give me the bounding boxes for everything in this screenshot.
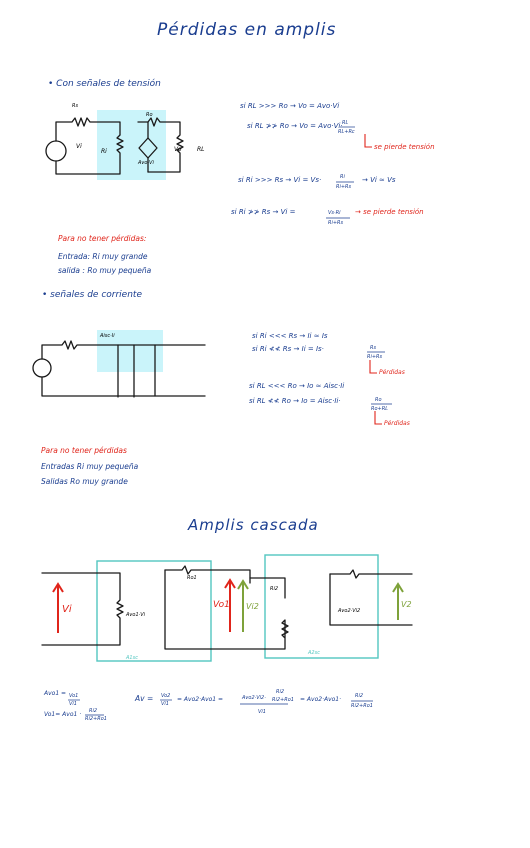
formula3-num2: Avo2·Vi2·	[242, 695, 266, 701]
stage1-box	[96, 560, 212, 662]
formula3-mid: = Avo2·Avo1 =	[177, 696, 224, 703]
voltage-eq3-den: Ri+Rs	[336, 184, 352, 190]
cascade-ri2: Ri2	[270, 586, 279, 592]
current-label-aisc: Aisc·Ii	[100, 333, 115, 339]
formula1-a: Avo1 =	[44, 690, 67, 697]
vi2-arrow	[237, 579, 249, 632]
formula1-num: Vo1	[69, 693, 79, 699]
bracket-current-2	[374, 411, 382, 425]
vo1-arrow	[224, 578, 236, 632]
cascade-avo1vi: Avo1·Vi	[126, 612, 146, 618]
voltage-circuit	[45, 117, 184, 175]
formula1-den: Vi1	[69, 701, 77, 707]
formula2-a: Vo1= Avo1 ·	[44, 711, 82, 718]
fraction-lines	[68, 126, 392, 716]
voltage-eq3-num: Ri	[340, 174, 345, 180]
formula3-a: Av =	[135, 694, 154, 703]
current-eq1: si Ri <<< Rs → Ii ≃ Is	[252, 332, 328, 340]
cascade-stage2: A2sc	[308, 650, 320, 656]
label-avo-vi: Avo·Vi	[138, 160, 154, 166]
voltage-eq4-a: si Ri ≯≯ Rs → Vi =	[231, 208, 296, 216]
current-amp-highlight	[97, 330, 163, 372]
label-rl: RL	[197, 146, 205, 153]
voltage-eq4-note: → se pierde tensión	[355, 208, 424, 216]
cascade-vi2: Vi2	[246, 602, 259, 611]
formula3-ri2ro1: Ri2+Ro1	[272, 697, 294, 703]
current-eq4-den: Ro+RL	[371, 406, 388, 412]
label-rs: Rs	[72, 103, 79, 109]
voltage-salida: salida : Ro muy pequeña	[58, 266, 152, 275]
cascade-heading: Amplis cascada	[188, 516, 319, 534]
label-vi: Vi	[76, 143, 82, 150]
current-eq4-note: Pérdidas	[384, 420, 410, 427]
formula3-num: Vo2	[161, 693, 171, 699]
voltage-eq4-den: Ri+Rs	[328, 220, 344, 226]
current-heading-text: señales de corriente	[50, 290, 142, 300]
page-title: Pérdidas en amplis	[157, 20, 337, 40]
voltage-entrada: Entrada: Ri muy grande	[58, 252, 148, 261]
formula3-den2: Vi1	[258, 709, 266, 715]
voltage-eq2-note: se pierde tensión	[374, 143, 435, 151]
voltage-eq2-den: RL+Rc	[338, 129, 355, 135]
voltage-eq3-a: si Ri >>> Rs → Vi = Vs·	[238, 176, 322, 184]
formula3-end: = Avo2·Avo1·	[300, 696, 342, 703]
voltage-loss-title: Para no tener pérdidas:	[58, 234, 147, 243]
current-eq2-den: Ri+Rs	[367, 354, 383, 360]
current-eq2-num: Rs	[370, 345, 377, 351]
cascade-v2: V2	[401, 600, 412, 609]
current-loss-title: Para no tener pérdidas	[41, 446, 127, 455]
formula3-end-num: Ri2	[355, 693, 364, 699]
cascade-avo2vi2: Avo2·Vi2	[338, 608, 361, 614]
bracket-voltage-1	[364, 134, 372, 148]
current-entrada: Entradas Ri muy pequeña	[41, 462, 139, 471]
stage2-box	[264, 554, 379, 659]
formula3-ri2: Ri2	[276, 689, 285, 695]
current-circuit	[32, 340, 206, 398]
current-heading: • señales de corriente	[42, 290, 142, 300]
formula2-den: Ri2+Ro1	[85, 716, 107, 722]
vi-arrow	[52, 582, 64, 633]
label-ri: Ri	[101, 148, 107, 155]
voltage-eq2-a: si RL ≯≯ Ro → Vo = Avo·Vi·	[247, 122, 343, 130]
voltage-eq4-num: Vs·Ri	[328, 210, 341, 216]
cascade-ro1: Ro1	[187, 575, 197, 581]
voltage-heading: • Con señales de tensión	[48, 79, 161, 89]
current-salida: Salidas Ro muy grande	[41, 477, 128, 486]
current-eq2-note: Pérdidas	[379, 369, 405, 376]
label-vo: Vo	[174, 146, 182, 153]
voltage-eq2-num: RL	[342, 120, 349, 126]
cascade-stage1: A1sc	[126, 655, 138, 661]
current-eq4-a: si RL ≮≮ Ro → Io = Aisc·Ii·	[249, 397, 341, 405]
current-eq4-num: Ro	[375, 397, 382, 403]
label-ro: Ro	[146, 112, 153, 118]
v2-arrow	[392, 582, 404, 620]
bracket-current-1	[369, 360, 377, 374]
voltage-heading-text: Con señales de tensión	[56, 79, 161, 89]
formula3-end-den: Ri2+Ro1	[351, 703, 373, 709]
current-eq2-a: si Ri ≮≮ Rs → Ii = Is·	[252, 345, 324, 353]
cascade-vo1: Vo1	[213, 600, 230, 610]
cascade-vi: Vi	[62, 604, 72, 615]
voltage-eq3-result: → Vi ≃ Vs	[362, 176, 396, 184]
voltage-eq1: si RL >>> Ro → Vo = Avo·Vi	[240, 102, 340, 110]
formula2-num: Ri2	[89, 708, 98, 714]
formula3-den: Vi1	[161, 701, 169, 707]
current-eq3: si RL <<< Ro → Io ≃ Aisc·Ii	[249, 382, 345, 390]
cascade-circuit	[41, 565, 413, 650]
